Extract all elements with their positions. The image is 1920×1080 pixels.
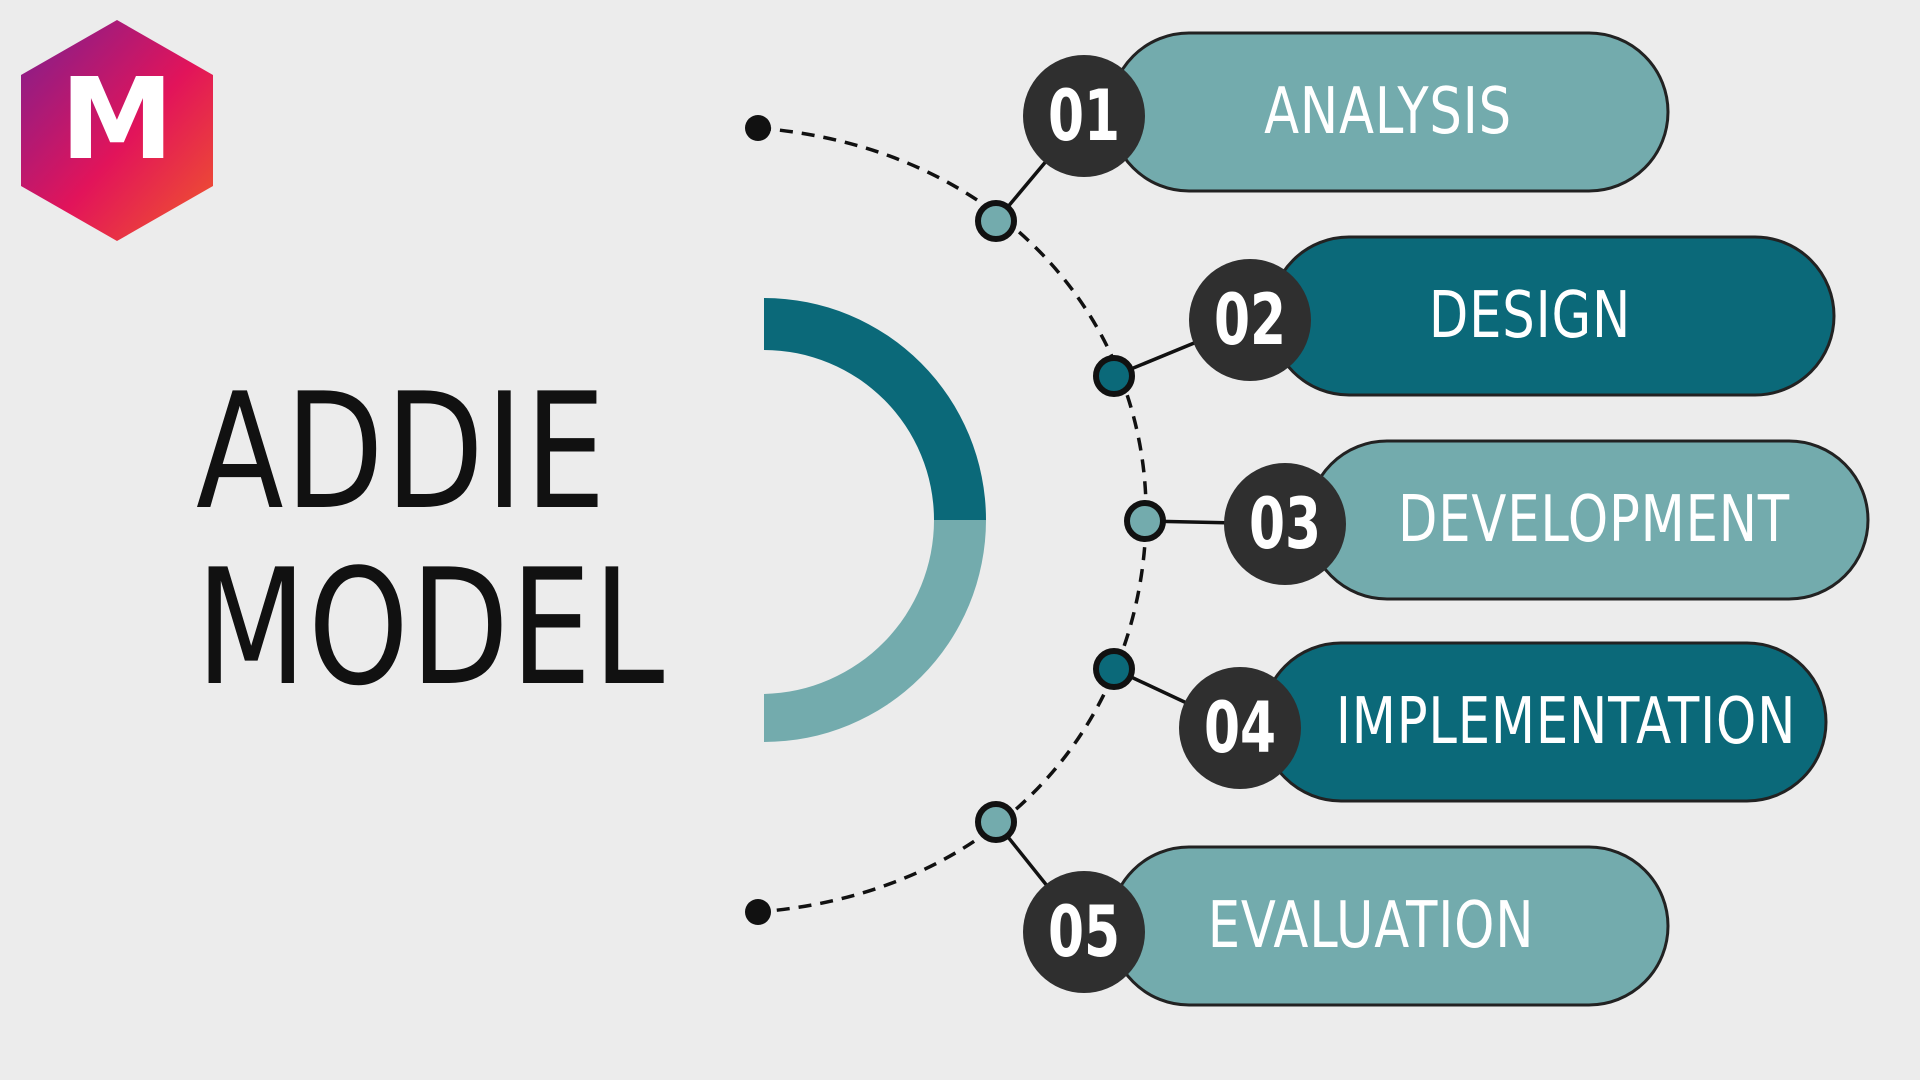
step-4-number-badge xyxy=(1179,667,1301,789)
step-3-number: 03 xyxy=(1248,483,1322,565)
step-5-number-badge xyxy=(1023,871,1145,993)
step-2-number-badge xyxy=(1189,259,1311,381)
step-5-label: EVALUATION xyxy=(1207,889,1535,963)
half-ring-upper-arc xyxy=(764,298,986,520)
step-4-timeline-node xyxy=(1093,648,1135,690)
step-1-timeline-node xyxy=(975,200,1017,242)
step-2-timeline-node xyxy=(1093,355,1135,397)
step-3-number-badge xyxy=(1224,463,1346,585)
step-5-timeline-node xyxy=(975,801,1017,843)
logo-hexagon xyxy=(21,20,213,241)
half-ring-lower-arc xyxy=(764,520,986,742)
title-line-2: MODEL xyxy=(196,534,666,721)
step-5-number: 05 xyxy=(1047,891,1121,973)
step-3-timeline-node xyxy=(1124,500,1166,542)
step-3-label: DEVELOPMENT xyxy=(1398,483,1790,557)
timeline-start-dot xyxy=(745,115,771,141)
step-4-label: IMPLEMENTATION xyxy=(1335,685,1797,759)
timeline-end-dot xyxy=(745,899,771,925)
step-2-label: DESIGN xyxy=(1428,279,1632,353)
step-2-number: 02 xyxy=(1213,279,1287,361)
title-line-1: ADDIE xyxy=(196,358,608,545)
logo-letter: M xyxy=(60,55,174,185)
step-1-number-badge xyxy=(1023,55,1145,177)
step-1-label: ANALYSIS xyxy=(1264,75,1512,149)
step-4-number: 04 xyxy=(1203,687,1277,769)
step-1-number: 01 xyxy=(1047,75,1121,157)
